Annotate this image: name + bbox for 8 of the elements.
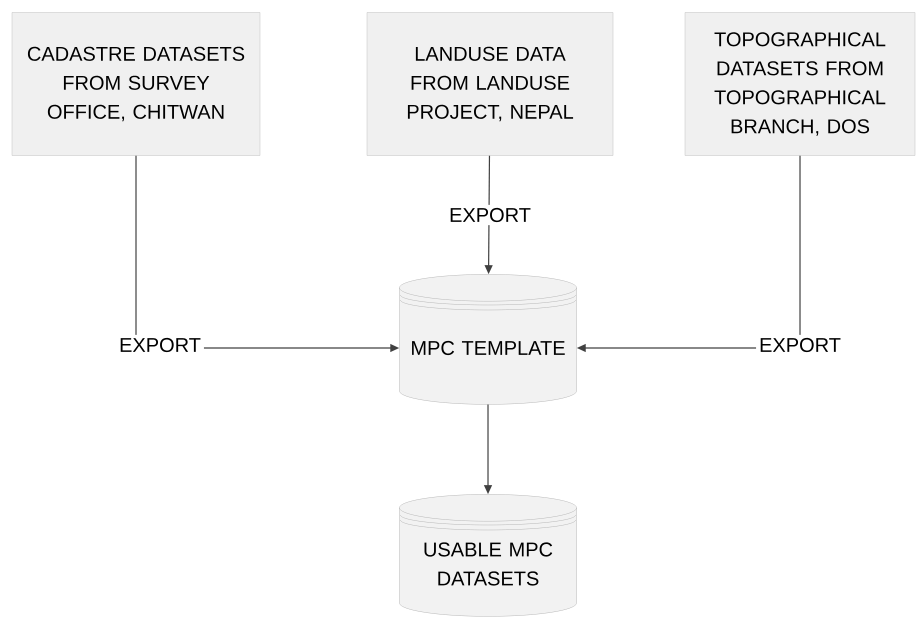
edge-label: EXPORT [116, 334, 204, 356]
database-cylinder: USABLE MPC DATASETS [399, 494, 577, 617]
source-box: TOPOGRAPHICAL DATASETS FROM TOPOGRAPHICAL BRANCH, DOS [684, 12, 916, 156]
source-box: LANDUSE DATA FROM LANDUSE PROJECT, NEPAL [366, 12, 614, 156]
edge-label: EXPORT [446, 204, 534, 226]
database-cylinder: MPC TEMPLATE [399, 274, 577, 405]
edge-label: EXPORT [756, 334, 844, 356]
source-box: CADASTRE DATASETS FROM SURVEY OFFICE, CHITWAN [12, 12, 260, 156]
